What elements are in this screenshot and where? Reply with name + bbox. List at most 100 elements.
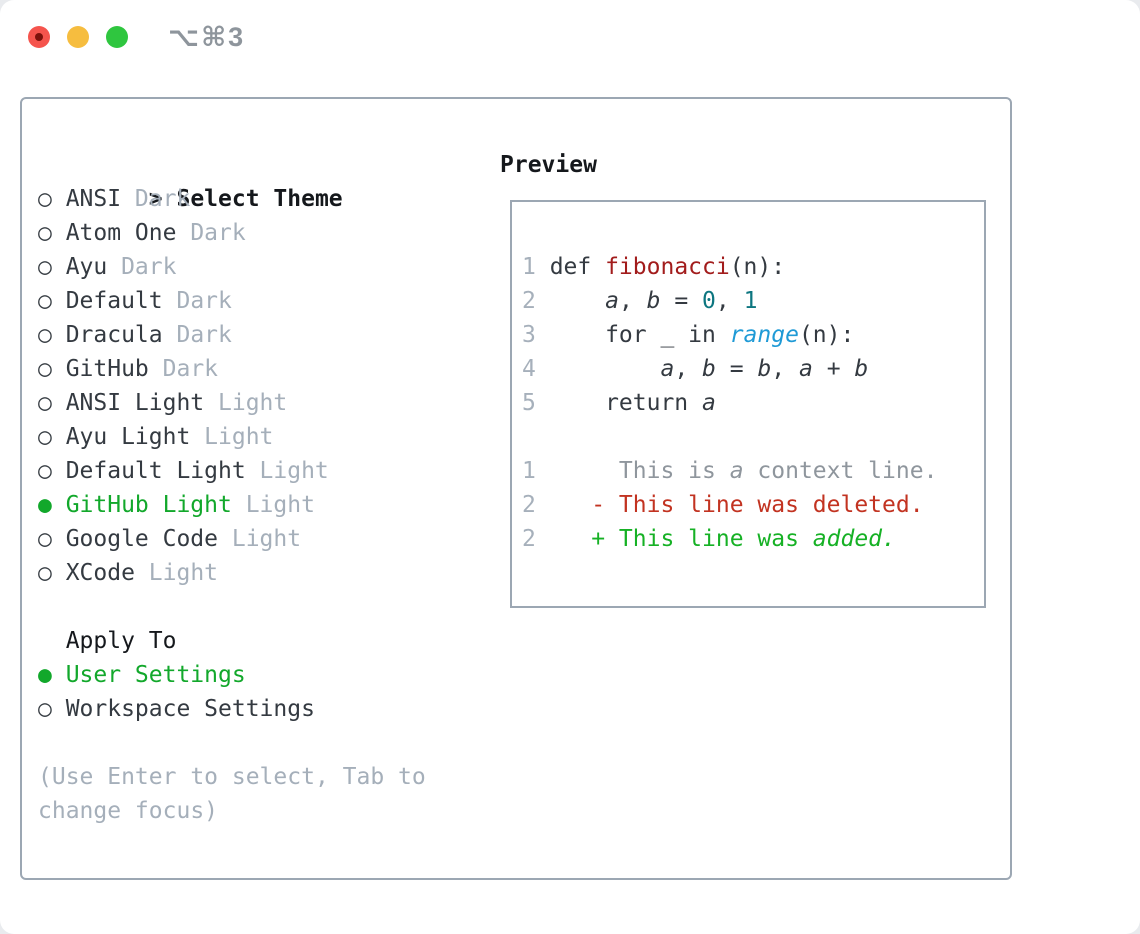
code-token: fibonacci xyxy=(605,254,730,280)
code-token: + xyxy=(812,356,855,382)
code-token: a xyxy=(702,390,716,416)
apply-option-label: Workspace Settings xyxy=(65,696,315,722)
theme-variant: Dark xyxy=(162,356,219,382)
code-token: , xyxy=(674,356,703,382)
code-token: + This line was xyxy=(549,526,813,552)
theme-variant: Light xyxy=(231,526,302,552)
theme-variant: Dark xyxy=(121,254,177,280)
titlebar: ⌥⌘3 xyxy=(0,0,1140,70)
select-theme-title: Select Theme xyxy=(176,186,343,212)
preview-line: 5 return a xyxy=(522,386,984,420)
theme-name: Atom One xyxy=(65,220,177,246)
code-token: (n): xyxy=(729,254,786,280)
preview-line: 2 + This line was added. xyxy=(522,522,984,556)
code-token: 0 xyxy=(702,288,716,314)
code-token: - This line was deleted. xyxy=(549,492,924,518)
select-theme-header: >Select Theme xyxy=(38,148,426,212)
line-number: 2 xyxy=(522,288,536,314)
theme-variant: Dark xyxy=(176,322,232,348)
code-token: context line. xyxy=(743,458,938,484)
theme-option-default-light[interactable]: ○ Default Light Light xyxy=(38,454,426,488)
preview-line xyxy=(522,420,984,454)
code-token: , xyxy=(715,288,744,314)
preview-line: 4 a, b = b, a + b xyxy=(522,352,984,386)
code-token: def xyxy=(549,254,606,280)
apply-option-workspace-settings[interactable]: ○ Workspace Settings xyxy=(38,692,426,726)
preview-title: Preview xyxy=(500,152,597,178)
line-number: 4 xyxy=(522,356,536,382)
radio-unselected-icon: ○ xyxy=(38,390,52,416)
theme-name: Dracula xyxy=(65,322,163,348)
code-token: b xyxy=(646,288,661,314)
theme-variant: Light xyxy=(259,458,329,484)
line-number: 2 xyxy=(522,526,536,552)
theme-name: Google Code xyxy=(65,526,219,552)
radio-unselected-icon: ○ xyxy=(38,254,52,280)
theme-name: ANSI Light xyxy=(65,390,205,416)
radio-selected-icon: ● xyxy=(38,492,52,518)
code-token: b xyxy=(757,356,772,382)
code-token: b xyxy=(854,356,869,382)
theme-variant: Dark xyxy=(134,186,191,212)
radio-unselected-icon: ○ xyxy=(38,424,52,450)
theme-name: GitHub xyxy=(65,356,149,382)
theme-name: Ayu xyxy=(65,254,108,280)
code-token: return xyxy=(549,390,703,416)
radio-unselected-icon: ○ xyxy=(38,356,52,382)
preview-line: 3 for _ in range(n): xyxy=(522,318,984,352)
line-number: 1 xyxy=(522,254,536,280)
theme-option-dracula[interactable]: ○ Dracula Dark xyxy=(38,318,426,352)
theme-name: Default Light xyxy=(65,458,246,484)
code-token: a xyxy=(660,356,675,382)
spacer xyxy=(38,726,426,760)
apply-option-user-settings[interactable]: ● User Settings xyxy=(38,658,426,692)
code-token: range xyxy=(729,322,799,348)
apply-to-list: ● User Settings ○ Workspace Settings xyxy=(38,658,426,726)
theme-variant: Light xyxy=(148,560,219,586)
code-token xyxy=(550,288,605,314)
theme-option-ayu[interactable]: ○ Ayu Dark xyxy=(38,250,426,284)
theme-option-github[interactable]: ○ GitHub Dark xyxy=(38,352,426,386)
theme-name: Ayu Light xyxy=(65,424,191,450)
code-token: = xyxy=(715,356,758,382)
line-number: 2 xyxy=(522,492,536,518)
apply-to-header: Apply To xyxy=(65,628,177,654)
code-token: (n): xyxy=(798,322,855,348)
radio-unselected-icon: ○ xyxy=(38,458,52,484)
maximize-button[interactable] xyxy=(106,26,128,48)
code-token: 1 xyxy=(743,288,758,314)
theme-name: GitHub Light xyxy=(65,492,232,518)
minimize-button[interactable] xyxy=(67,26,89,48)
code-token: a xyxy=(729,458,744,484)
radio-selected-icon: ● xyxy=(38,662,52,688)
apply-option-label: User Settings xyxy=(65,662,246,688)
code-token: , xyxy=(618,288,647,314)
close-button[interactable] xyxy=(28,26,50,48)
radio-unselected-icon: ○ xyxy=(38,696,52,722)
preview-line: 2 - This line was deleted. xyxy=(522,488,984,522)
theme-name: ANSI xyxy=(65,186,122,212)
theme-name: Default xyxy=(65,288,163,314)
preview-line: 1 This is a context line. xyxy=(522,454,984,488)
code-token: = xyxy=(660,288,703,314)
code-token: This is xyxy=(549,458,730,484)
code-token: b xyxy=(702,356,716,382)
code-token: a xyxy=(799,356,813,382)
radio-unselected-icon: ○ xyxy=(38,322,52,348)
line-number: 1 xyxy=(522,458,536,484)
keyboard-hint-line2: change focus) xyxy=(38,798,219,824)
